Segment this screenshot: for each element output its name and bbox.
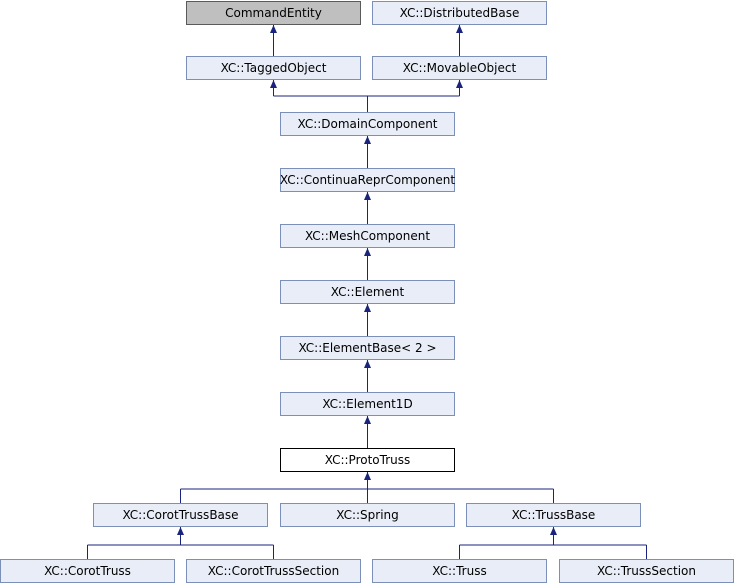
node-corot-truss[interactable]: XC::CorotTruss: [0, 559, 175, 583]
node-element[interactable]: XC::Element: [280, 280, 455, 304]
inheritance-arrowhead: [364, 360, 371, 368]
node-continua-repr-component[interactable]: XC::ContinuaReprComponent: [280, 168, 455, 192]
inheritance-arrowhead: [364, 136, 371, 144]
inheritance-arrowhead: [364, 192, 371, 200]
node-tagged-object[interactable]: XC::TaggedObject: [186, 56, 361, 80]
node-truss-section[interactable]: XC::TrussSection: [559, 559, 734, 583]
inheritance-edge: [180, 472, 554, 503]
inheritance-edge: [459, 527, 647, 559]
inheritance-arrowhead: [364, 472, 371, 480]
node-corot-truss-base[interactable]: XC::CorotTrussBase: [93, 503, 268, 527]
inheritance-arrowhead: [456, 25, 463, 33]
node-element-base[interactable]: XC::ElementBase< 2 >: [280, 336, 455, 360]
inheritance-arrowhead: [177, 527, 184, 535]
node-corot-truss-section[interactable]: XC::CorotTrussSection: [186, 559, 361, 583]
node-element-1d[interactable]: XC::Element1D: [280, 392, 455, 416]
inheritance-edge: [87, 527, 274, 559]
node-truss-base[interactable]: XC::TrussBase: [466, 503, 641, 527]
node-domain-component[interactable]: XC::DomainComponent: [280, 112, 455, 136]
inheritance-arrowhead: [270, 25, 277, 33]
node-spring[interactable]: XC::Spring: [280, 503, 455, 527]
node-mesh-component[interactable]: XC::MeshComponent: [280, 224, 455, 248]
node-proto-truss: XC::ProtoTruss: [280, 448, 455, 472]
inheritance-arrowhead: [456, 80, 463, 88]
inheritance-arrowhead: [550, 527, 557, 535]
inheritance-arrowhead: [364, 304, 371, 312]
inheritance-arrowhead: [364, 248, 371, 256]
inheritance-arrowhead: [364, 416, 371, 424]
inheritance-edge: [273, 80, 460, 112]
node-distributed-base[interactable]: XC::DistributedBase: [372, 1, 547, 25]
node-truss[interactable]: XC::Truss: [372, 559, 547, 583]
node-command-entity: CommandEntity: [186, 1, 361, 25]
inheritance-arrowhead: [270, 80, 277, 88]
node-movable-object[interactable]: XC::MovableObject: [372, 56, 547, 80]
